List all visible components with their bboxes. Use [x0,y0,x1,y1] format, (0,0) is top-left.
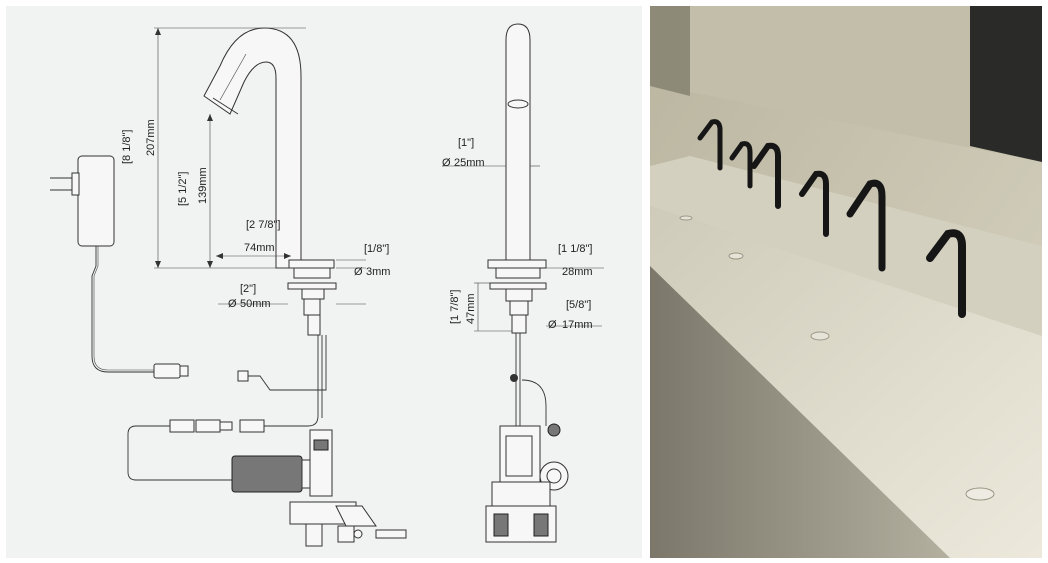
dim-fraction: [2"] [240,283,256,295]
diameter-symbol: Ø [442,157,451,169]
dim-mm: 139mm [197,167,209,204]
dim-mm: 47mm [465,293,477,324]
dim-fraction: [1 1/8"] [558,243,592,255]
diameter-symbol: Ø [354,266,363,278]
installation-photo [650,6,1042,558]
backsplash [650,156,1042,336]
photo-illustration [650,6,1042,558]
dim-spout-height: [5 1/2"] 139mm [177,167,209,206]
diameter-symbol: Ø [228,298,237,310]
dim-body-diameter: [1"] Ø 25mm [442,137,485,169]
dim-shank-diameter: [5/8"] Ø 17mm [548,299,593,331]
dim-fraction: [8 1/8"] [121,130,133,164]
faucet-side-view [203,27,337,336]
mirror [690,6,1042,162]
supply-hoses [127,335,327,481]
dim-fraction: [1"] [458,137,474,149]
diameter-symbol: Ø [548,319,557,331]
dim-shank-length: [1 7/8"] 47mm [449,290,477,324]
solenoid-valve-icon [231,429,407,547]
dim-mm: 207mm [145,119,157,156]
faucet-front-view [485,23,569,543]
faucet-icon [697,119,966,318]
dim-spout-reach: [2 7/8"] 74mm [244,219,280,254]
dim-height-total: [8 1/8"] 207mm [121,119,157,164]
technical-drawing-panel: [8 1/8"] 207mm [5 1/2"] 139mm [2 7/8"] 7… [6,6,642,558]
dim-mm: 74mm [244,242,275,254]
sink-front [650,266,950,558]
dim-plate-thickness: [1/8"] Ø 3mm [354,243,390,278]
dim-base-diameter: [2"] Ø 50mm [228,283,271,310]
dim-plate-width: [1 1/8"] 28mm [558,243,593,278]
dim-mm: 28mm [562,266,593,278]
dim-mm: 50mm [240,298,271,310]
dim-fraction: [5 1/2"] [177,172,189,206]
dim-fraction: [1/8"] [364,243,389,255]
dim-fraction: [2 7/8"] [246,219,280,231]
power-adapter-icon [50,155,189,379]
right-dimensions [442,165,604,332]
technical-drawing: [8 1/8"] 207mm [5 1/2"] 139mm [2 7/8"] 7… [50,23,604,547]
trough-sink [650,206,1042,558]
left-dimensions [154,27,366,305]
dim-fraction: [5/8"] [566,299,591,311]
mirror-dark-reflection [970,6,1042,162]
dim-mm: 3mm [366,266,390,278]
dim-mm: 17mm [562,319,593,331]
dim-fraction: [1 7/8"] [449,290,461,324]
dim-mm: 25mm [454,157,485,169]
